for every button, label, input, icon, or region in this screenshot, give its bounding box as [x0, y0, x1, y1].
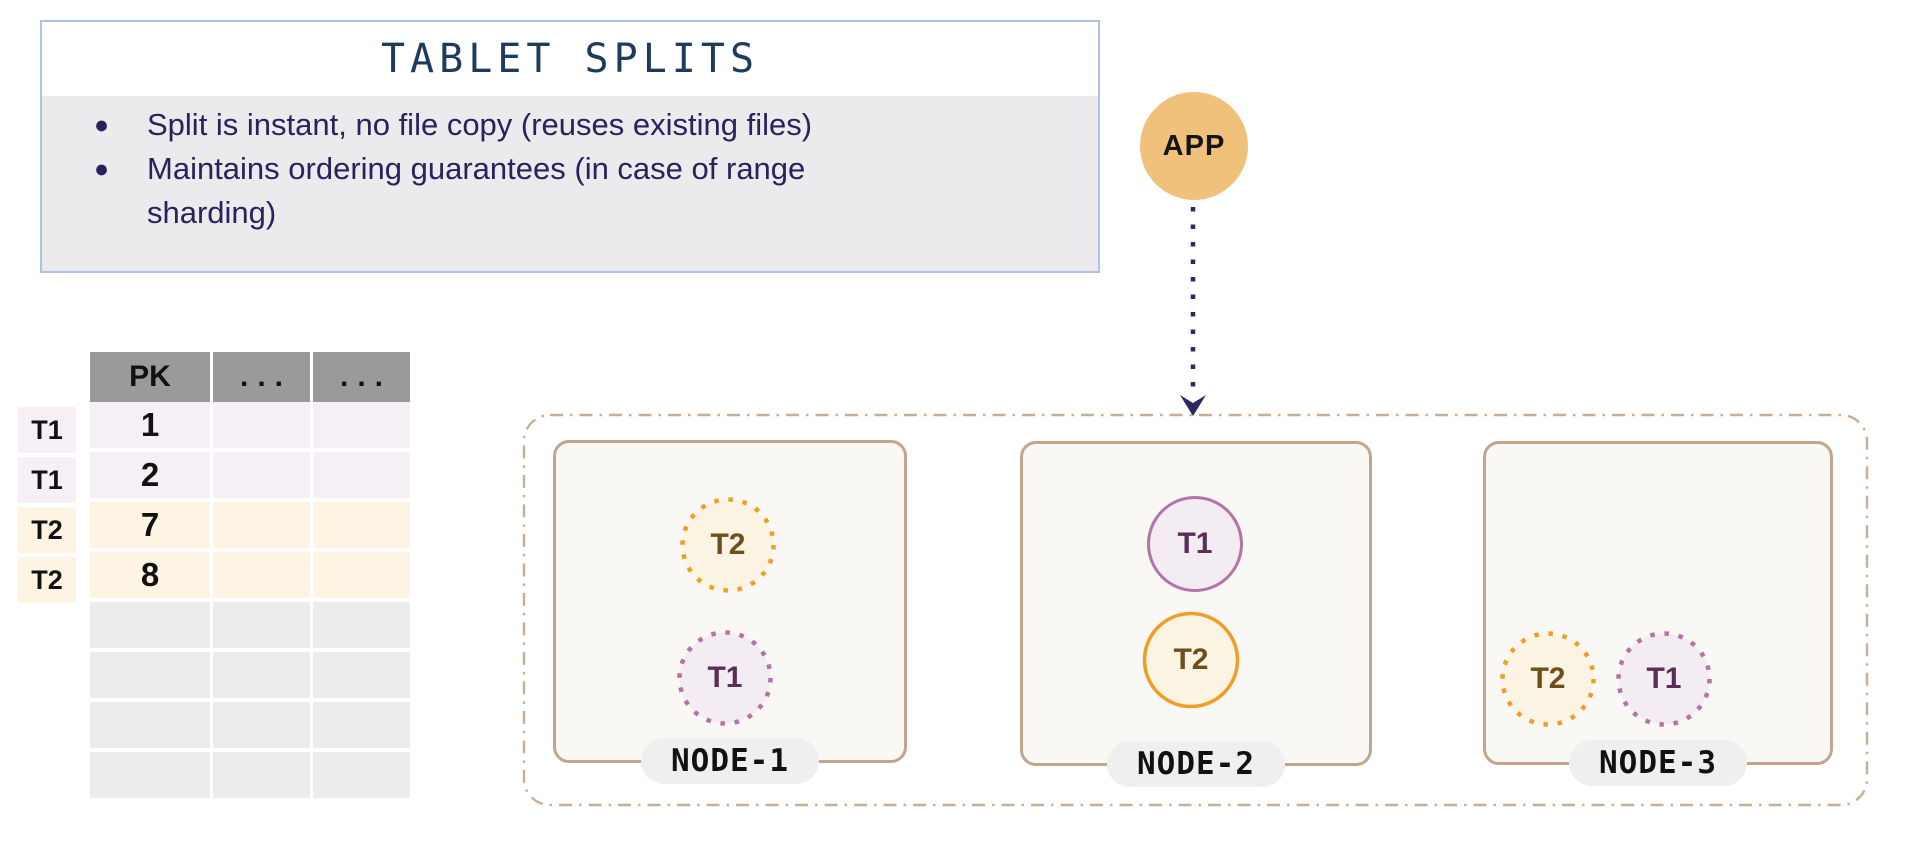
table-cell-empty: [313, 702, 410, 748]
tablet-label: T1: [1646, 662, 1682, 695]
row-label: T2: [18, 557, 76, 603]
panel-title: TABLET SPLITS: [42, 22, 1098, 96]
table-cell: [213, 552, 310, 598]
table-cell-empty: [213, 752, 310, 798]
tablet-label: T1: [707, 661, 743, 694]
table-cell-empty: [90, 702, 210, 748]
table-cell-empty: [213, 602, 310, 648]
table-cell: [213, 402, 310, 448]
table-cell-empty: [313, 752, 410, 798]
table-cell: [313, 552, 410, 598]
tablet-circle-dotted-mauve: [677, 630, 773, 726]
table-row-labels: T1 T1 T2 T2: [18, 407, 76, 603]
row-label: T2: [18, 507, 76, 553]
table-cell: [313, 402, 410, 448]
bullet-item: Maintains ordering guarantees (in case o…: [42, 147, 872, 235]
tablet-node2-t1: T1: [1145, 494, 1245, 594]
bullet-item: Split is instant, no file copy (reuses e…: [42, 103, 872, 147]
tablet-circle-dotted-orange: [680, 497, 776, 593]
bullet-list: Split is instant, no file copy (reuses e…: [42, 103, 1098, 235]
tablet-node3-t2: T2: [1498, 629, 1598, 729]
table-cell-empty: [90, 752, 210, 798]
tablet-circle-solid-mauve: [1147, 496, 1243, 592]
panel-body: Split is instant, no file copy (reuses e…: [42, 96, 1098, 271]
tablet-label: T2: [1173, 643, 1209, 676]
table-cell-empty: [313, 602, 410, 648]
app-label: APP: [1162, 129, 1226, 162]
tablet-label: T2: [1530, 662, 1566, 695]
tablet-circle-dotted-mauve: [1616, 631, 1712, 727]
node-3-label: NODE-3: [1569, 740, 1747, 786]
table-cell-empty: [90, 602, 210, 648]
table-cell-pk: 7: [90, 502, 210, 548]
table-cell: [213, 452, 310, 498]
node-box-1: NODE-1: [553, 440, 907, 784]
node-box-2: NODE-2: [1020, 441, 1372, 787]
table-header-cell: PK: [90, 352, 210, 402]
table-cell: [313, 452, 410, 498]
node-1-label: NODE-1: [641, 738, 819, 784]
info-panel: TABLET SPLITS Split is instant, no file …: [40, 20, 1100, 273]
table-cell-empty: [313, 652, 410, 698]
table-cell-empty: [213, 652, 310, 698]
tablet-node2-t2: T2: [1141, 610, 1241, 710]
tablet-node1-t2: T2: [678, 495, 778, 595]
tablet-node3-t1: T1: [1614, 629, 1714, 729]
pk-table: PK ... ... 1 2 7 8: [90, 352, 410, 798]
tablet-circle-solid-orange: [1142, 611, 1240, 709]
table-cell-empty: [213, 702, 310, 748]
node-2-label: NODE-2: [1107, 741, 1285, 787]
tablet-label: T2: [710, 528, 746, 561]
row-label: T1: [18, 457, 76, 503]
table-cell-pk: 2: [90, 452, 210, 498]
app-node: APP: [1140, 92, 1248, 200]
table-header-cell: ...: [213, 352, 310, 402]
table-cell-pk: 8: [90, 552, 210, 598]
app-request-arrow: [1180, 207, 1206, 416]
tablet-circle-dotted-orange: [1500, 631, 1596, 727]
table-cell-empty: [90, 652, 210, 698]
row-label: T1: [18, 407, 76, 453]
table-cell: [213, 502, 310, 548]
table-header-cell: ...: [313, 352, 410, 402]
tablet-node1-t1: T1: [675, 628, 775, 728]
tablet-label: T1: [1177, 527, 1213, 560]
table-cell-pk: 1: [90, 402, 210, 448]
table-cell: [313, 502, 410, 548]
